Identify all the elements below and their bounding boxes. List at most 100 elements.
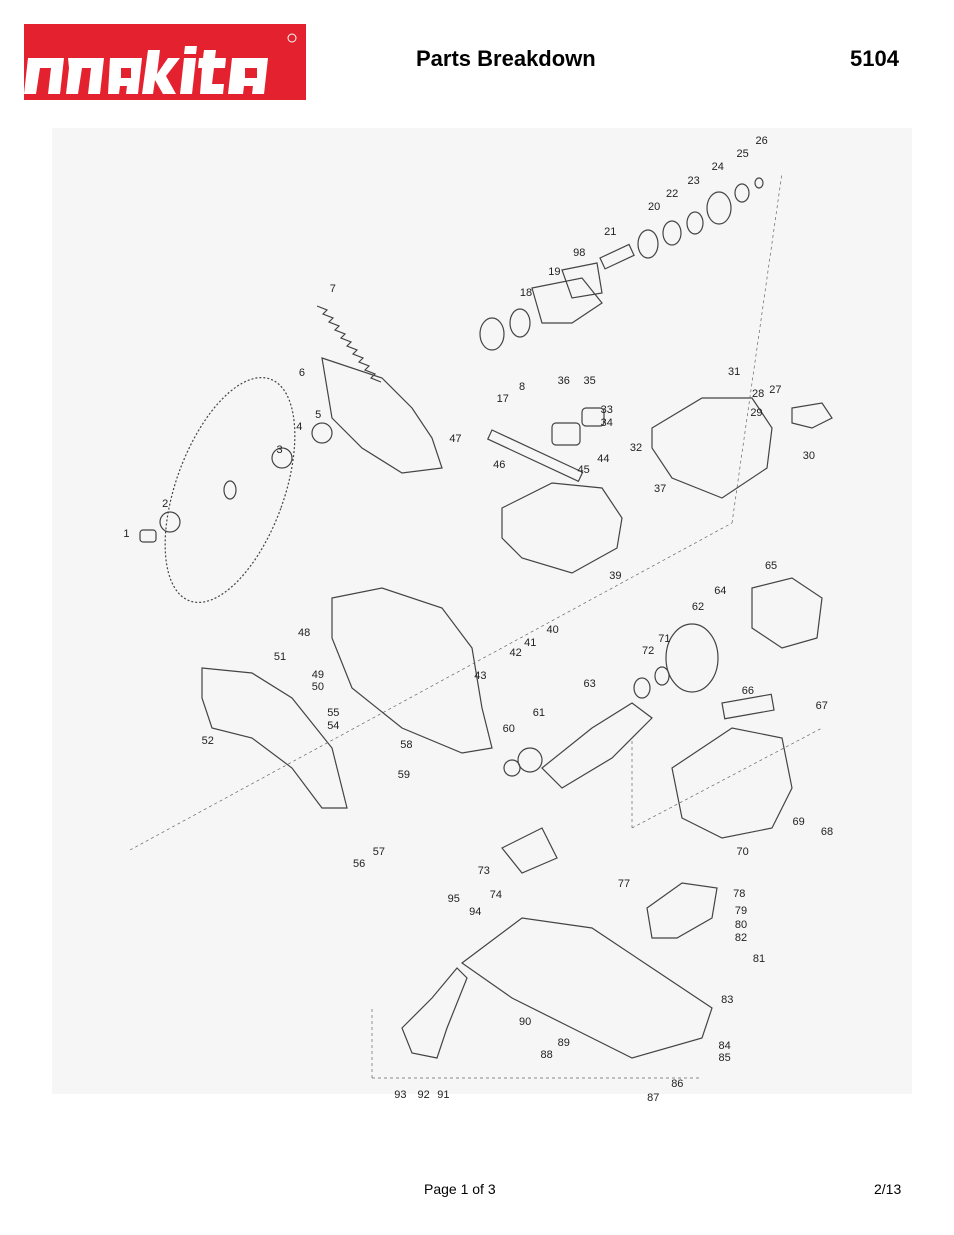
part-callout-18: 18 — [519, 287, 533, 300]
part-callout-64: 64 — [714, 584, 727, 597]
part-callout-37: 37 — [654, 483, 667, 496]
part-callout-85: 85 — [718, 1052, 731, 1065]
part-callout-62: 62 — [691, 601, 705, 614]
blade-guard-shape — [321, 357, 443, 474]
part-callout-33: 33 — [600, 404, 613, 417]
part-callout-91: 91 — [437, 1089, 450, 1102]
fixed-cover-shape — [501, 482, 623, 574]
part-callout-20: 20 — [647, 201, 661, 214]
outer-flange-shape — [159, 511, 181, 533]
part-callout-3: 3 — [276, 443, 283, 456]
part-callout-48: 48 — [297, 627, 311, 640]
part-callout-24: 24 — [711, 160, 724, 173]
part-callout-45: 45 — [577, 464, 590, 477]
part-callout-73: 73 — [477, 865, 490, 878]
part-callout-40: 40 — [546, 624, 559, 637]
part-callout-90: 90 — [518, 1015, 532, 1028]
part-callout-8: 8 — [518, 381, 526, 394]
part-callout-7: 7 — [329, 283, 336, 296]
part-callout-93: 93 — [394, 1089, 407, 1102]
part-callout-61: 61 — [532, 706, 545, 719]
part-callout-19: 19 — [548, 266, 561, 279]
part-callout-21: 21 — [604, 225, 617, 238]
part-callout-89: 89 — [557, 1036, 570, 1049]
part-callout-52: 52 — [201, 734, 214, 747]
part-callout-87: 87 — [647, 1092, 660, 1105]
lower-guard-shape — [201, 667, 348, 809]
part-callout-84: 84 — [718, 1039, 731, 1052]
part-callout-98: 98 — [573, 246, 586, 259]
part-callout-68: 68 — [820, 826, 834, 839]
part-callout-32: 32 — [629, 441, 643, 454]
part-callout-92: 92 — [417, 1089, 430, 1102]
part-callout-86: 86 — [671, 1077, 684, 1090]
gear-housing-shape — [651, 397, 773, 499]
part-callout-77: 77 — [617, 877, 631, 890]
part-callout-60: 60 — [502, 723, 515, 736]
part-callout-83: 83 — [721, 994, 734, 1007]
base-plate-shape — [460, 917, 713, 1059]
part-callout-80: 80 — [734, 919, 748, 932]
part-callout-67: 67 — [815, 699, 828, 712]
part-callout-49: 49 — [311, 668, 324, 681]
part-callout-1: 1 — [123, 527, 130, 540]
part-callout-35: 35 — [583, 375, 596, 388]
blade-case-shape — [331, 587, 493, 754]
model-number: 5104 — [850, 46, 899, 71]
part-callout-17: 17 — [496, 392, 509, 405]
page-title: Parts Breakdown — [416, 46, 596, 71]
motor-housing-shape — [671, 727, 793, 839]
part-callout-69: 69 — [792, 815, 805, 828]
part-callout-27: 27 — [769, 383, 782, 396]
part-callout-88: 88 — [540, 1048, 553, 1061]
part-callout-55: 55 — [327, 706, 340, 719]
part-callout-51: 51 — [273, 650, 287, 663]
part-callout-54: 54 — [327, 720, 340, 733]
makita-logo — [24, 24, 306, 100]
part-callout-95: 95 — [447, 893, 460, 906]
part-callout-43: 43 — [474, 669, 487, 682]
part-callout-23: 23 — [687, 175, 700, 188]
part-callout-56: 56 — [353, 858, 366, 871]
exploded-view-drawing — [129, 172, 833, 1079]
part-callout-58: 58 — [400, 739, 413, 752]
part-callout-28: 28 — [752, 387, 765, 400]
field-shape — [751, 577, 823, 649]
handle-shape — [646, 882, 718, 939]
part-callout-57: 57 — [372, 845, 386, 858]
part-callout-2: 2 — [162, 497, 169, 510]
revision-date: 2/13 — [874, 1181, 902, 1197]
part-callout-78: 78 — [733, 888, 746, 901]
part-callout-46: 46 — [493, 459, 506, 472]
part-callout-6: 6 — [298, 366, 305, 379]
parts-diagram — [52, 128, 912, 1094]
spring-shape — [316, 305, 382, 383]
part-callout-94: 94 — [469, 905, 482, 918]
part-callout-44: 44 — [597, 452, 610, 465]
part-callout-66: 66 — [741, 685, 754, 698]
part-callout-63: 63 — [583, 677, 596, 690]
part-callout-81: 81 — [752, 952, 766, 965]
part-callout-47: 47 — [449, 433, 462, 446]
page-number: Page 1 of 3 — [424, 1181, 496, 1197]
part-callout-41: 41 — [524, 637, 537, 650]
part-callout-71: 71 — [658, 633, 671, 646]
part-callout-4: 4 — [296, 420, 303, 433]
part-callout-82: 82 — [734, 931, 748, 944]
makita-wordmark-icon — [24, 24, 306, 100]
part-callout-36: 36 — [557, 375, 570, 388]
part-callout-29: 29 — [750, 407, 763, 420]
part-callout-26: 26 — [755, 134, 768, 147]
part-callout-39: 39 — [609, 570, 622, 583]
part-callout-65: 65 — [764, 559, 778, 572]
part-callout-22: 22 — [666, 187, 679, 200]
part-callout-50: 50 — [311, 681, 324, 694]
armature-shape — [541, 702, 653, 789]
part-callout-72: 72 — [641, 644, 655, 657]
part-callout-30: 30 — [802, 449, 816, 462]
part-callout-31: 31 — [727, 365, 741, 378]
part-callout-79: 79 — [734, 904, 748, 917]
part-callout-5: 5 — [315, 409, 322, 422]
saw-blade-shape — [164, 376, 296, 604]
part-callout-34: 34 — [600, 416, 613, 429]
